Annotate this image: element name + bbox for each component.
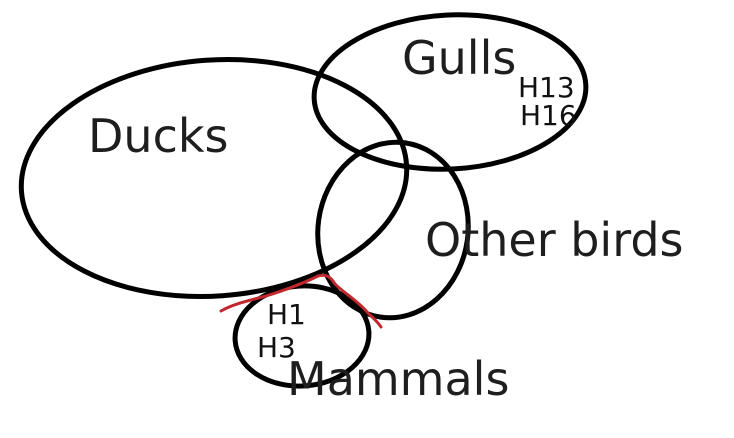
mammals-subtype-a: H1 bbox=[267, 298, 306, 331]
other-birds-label: Other birds bbox=[425, 213, 683, 267]
other-birds-ellipse bbox=[315, 139, 471, 321]
mammals-subtype-b: H3 bbox=[257, 331, 296, 364]
ducks-ellipse bbox=[18, 57, 410, 299]
gulls-ellipse bbox=[311, 12, 589, 172]
gulls-label: Gulls bbox=[402, 31, 516, 85]
ducks-label: Ducks bbox=[88, 109, 228, 163]
mammals-label: Mammals bbox=[287, 352, 509, 406]
gulls-subtype-b: H16 bbox=[520, 99, 577, 132]
gulls-subtype-a: H13 bbox=[518, 71, 575, 104]
highlight-line bbox=[219, 273, 383, 329]
